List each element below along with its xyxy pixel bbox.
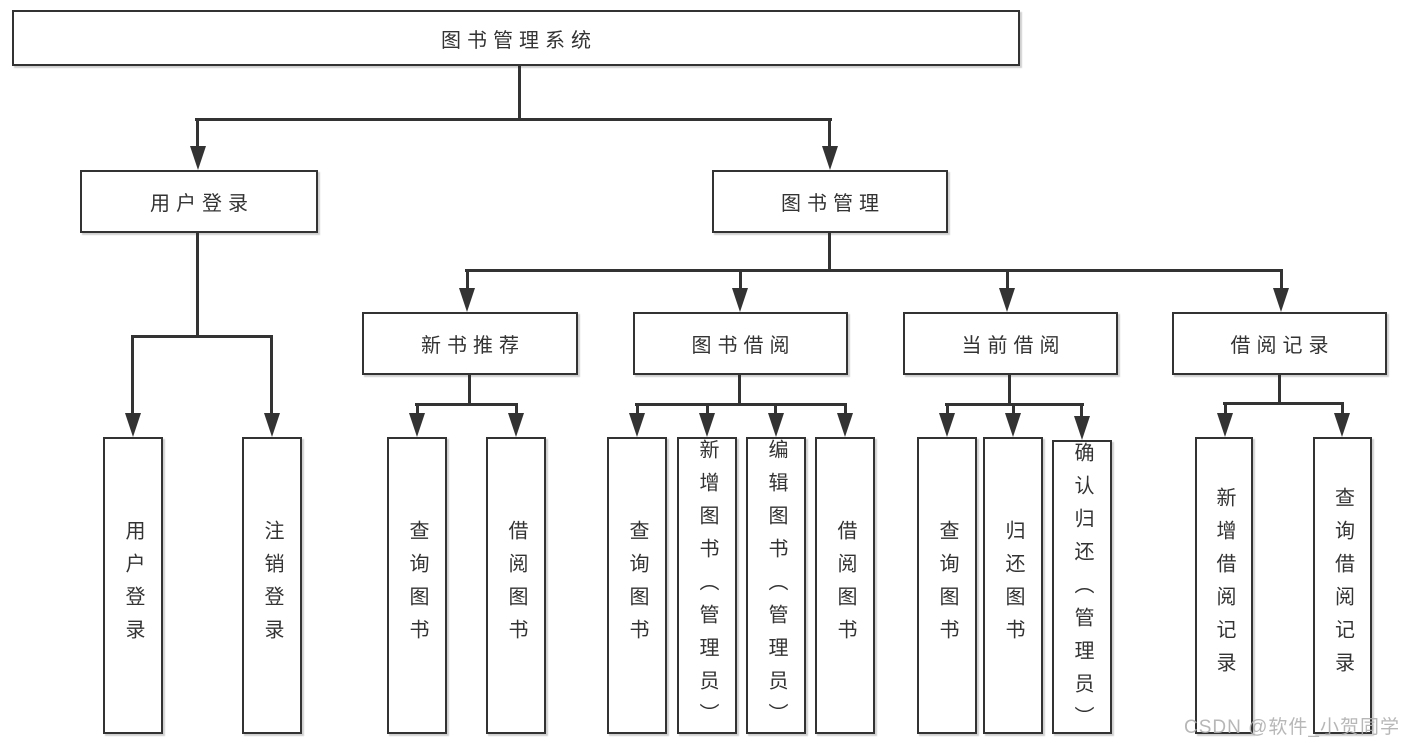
connector-line [415,403,518,406]
leaf-logout: 注销登录 [242,437,302,734]
connector-line [844,403,847,418]
arrow-down-icon [699,413,715,437]
connector-line [636,403,639,418]
leaf-query-books-current: 查询图书 [917,437,977,734]
connector-line [195,118,832,121]
node-label: 查询图书 [406,519,428,652]
connector-line [1280,269,1283,292]
arrow-down-icon [1273,288,1289,312]
leaf-return-book: 归还图书 [983,437,1043,734]
connector-line [1008,373,1011,406]
node-label: 借阅图书 [505,519,527,652]
node-user-login-group: 用户登录 [80,170,318,233]
connector-line [518,64,521,121]
connector-line [1223,402,1344,405]
node-current-borrow: 当前借阅 [903,312,1118,375]
arrow-down-icon [1334,413,1350,437]
arrow-down-icon [508,413,524,437]
node-label: 归还图书 [1002,519,1024,652]
node-label: 查询图书 [936,519,958,652]
connector-line [706,403,709,418]
leaf-query-borrow-record: 查询借阅记录 [1313,437,1372,734]
connector-line [1341,402,1344,418]
csdn-watermark: CSDN @软件_小贺同学 [1184,717,1400,738]
connector-line [738,373,741,406]
node-label: 用户登录 [122,519,144,652]
arrow-down-icon [768,413,784,437]
connector-line [196,118,199,150]
leaf-add-book-admin: 新增图书（管理员） [677,437,737,736]
connector-line [739,269,742,292]
node-label: 图书管理 [781,193,885,215]
connector-line [416,403,419,418]
node-label: 查询图书 [626,519,648,652]
node-label: 用户登录 [150,193,254,215]
leaf-add-borrow-record: 新增借阅记录 [1195,437,1253,734]
leaf-query-books-recommend: 查询图书 [387,437,447,734]
connector-line [828,118,831,150]
arrow-down-icon [409,413,425,437]
connector-line [1012,403,1015,418]
arrow-down-icon [629,413,645,437]
arrow-down-icon [459,288,475,312]
node-label: 注销登录 [261,519,283,652]
connector-line [270,335,273,417]
arrow-down-icon [1217,413,1233,437]
connector-line [1224,402,1227,418]
connector-line [466,269,469,292]
node-label: 图书管理系统 [441,29,597,52]
leaf-borrow-book: 借阅图书 [815,437,875,734]
node-label: 确认归还（管理员） [1071,442,1093,739]
connector-line [131,335,134,417]
leaf-user-login: 用户登录 [103,437,163,734]
connector-line [468,373,471,406]
node-label: 图书借阅 [691,335,796,357]
arrow-down-icon [939,413,955,437]
node-label: 新增借阅记录 [1213,486,1235,685]
connector-line [774,403,777,418]
arrow-down-icon [999,288,1015,312]
leaf-confirm-return-admin: 确认归还（管理员） [1052,440,1112,739]
node-label: 当前借阅 [961,335,1066,357]
node-book-borrow: 图书借阅 [633,312,848,375]
connector-line [828,231,831,272]
connector-line [635,403,847,406]
connector-line [465,269,1283,272]
connector-line [1080,403,1083,418]
node-label: 新书推荐 [421,335,525,357]
node-label: 查询借阅记录 [1331,486,1354,685]
arrow-down-icon [822,146,838,170]
connector-line [131,335,273,338]
node-label: 新增图书（管理员） [696,439,718,736]
node-label: 借阅图书 [834,519,856,652]
connector-line [946,403,949,418]
arrow-down-icon [264,413,280,437]
arrow-down-icon [837,413,853,437]
node-borrow-records: 借阅记录 [1172,312,1387,375]
arrow-down-icon [1074,416,1090,440]
connector-line [1006,269,1009,292]
arrow-down-icon [732,288,748,312]
arrow-down-icon [190,146,206,170]
leaf-borrow-books-recommend: 借阅图书 [486,437,546,734]
node-system-root: 图书管理系统 [12,10,1020,66]
connector-line [515,403,518,418]
arrow-down-icon [125,413,141,437]
leaf-query-books-borrow: 查询图书 [607,437,667,734]
connector-line [1278,373,1281,405]
leaf-edit-book-admin: 编辑图书（管理员） [746,437,806,736]
node-label: 编辑图书（管理员） [765,439,787,736]
node-new-book-recommend: 新书推荐 [362,312,578,375]
connector-line [196,231,199,338]
node-label: 借阅记录 [1230,335,1335,357]
node-book-management: 图书管理 [712,170,948,233]
arrow-down-icon [1005,413,1021,437]
